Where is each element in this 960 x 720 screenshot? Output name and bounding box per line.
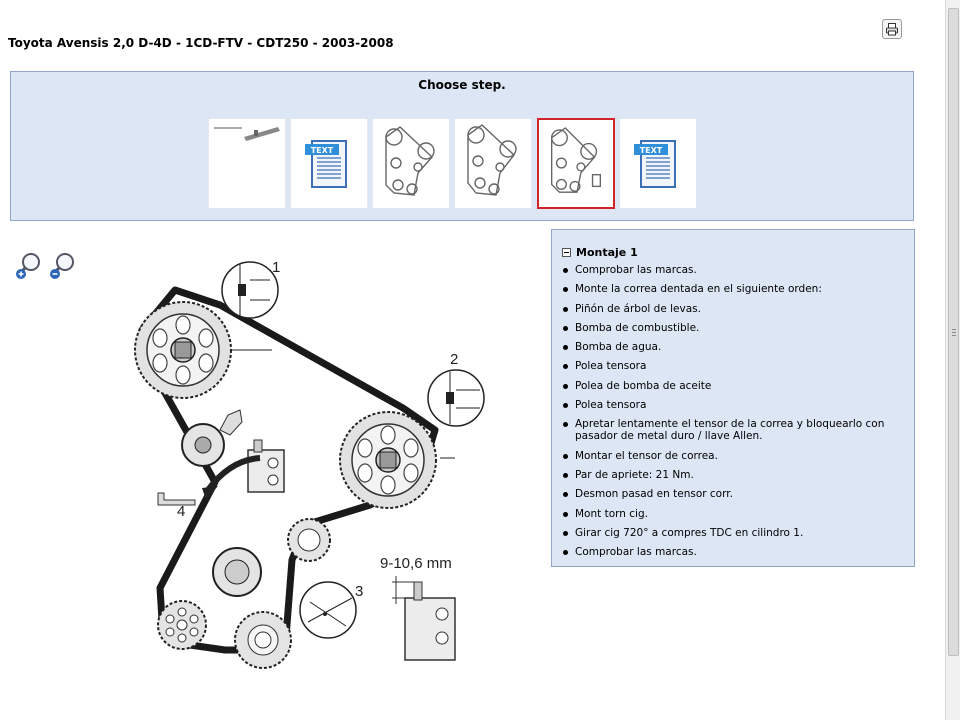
instructions-header[interactable]: Montaje 1 [562, 246, 638, 259]
step-thumbnail-3[interactable] [372, 118, 450, 209]
timing-belt-diagram: 1 2 3 4 9-10,6 mm [134, 259, 485, 669]
instruction-item: Polea tensora [552, 360, 914, 372]
instruction-item: Par de apriete: 21 Nm. [552, 469, 914, 481]
callout-3-detail [299, 581, 357, 639]
step-thumbnail-1[interactable] [208, 118, 286, 209]
tensioner-pulley [181, 409, 243, 467]
belt-diagram-icon [467, 123, 517, 196]
zoom-in-button[interactable] [14, 251, 44, 281]
zoom-out-button[interactable] [48, 251, 78, 281]
instructions-title: Montaje 1 [576, 246, 638, 259]
instruction-item: Comprobar las marcas. [552, 546, 914, 558]
camshaft-sprocket [134, 301, 232, 399]
page-title: Toyota Avensis 2,0 D-4D - 1CD-FTV - CDT2… [8, 36, 394, 50]
callout-2-detail [427, 369, 485, 459]
rotation-arrow [205, 455, 261, 492]
step-thumbnail-5[interactable] [537, 118, 615, 209]
collapse-icon[interactable] [562, 248, 571, 257]
callout-1-detail [221, 261, 279, 351]
instruction-item: Comprobar las marcas. [552, 264, 914, 276]
zoom-out-icon [50, 253, 74, 279]
instruction-item: Polea tensora [552, 399, 914, 411]
instruction-item: Montar el tensor de correa. [552, 450, 914, 462]
step-thumbnail-2[interactable]: TEXT [290, 118, 368, 209]
allen-key [157, 492, 196, 506]
instructions-panel: Montaje 1 Comprobar las marcas. Monte la… [551, 229, 915, 567]
timing-belt [138, 286, 439, 654]
fuel-pump-sprocket [339, 411, 437, 509]
water-pump-pulley [287, 518, 331, 562]
crankshaft-sprocket [234, 611, 292, 669]
instruction-item: Piñón de árbol de levas. [552, 303, 914, 315]
tensioner-gap-detail [392, 576, 456, 661]
vertical-scrollbar[interactable] [945, 0, 960, 720]
idler-pulley [157, 600, 207, 650]
instruction-item: Bomba de combustible. [552, 322, 914, 334]
step-chooser-panel: Choose step. TEXT [10, 71, 914, 221]
callout-label-1: 1 [272, 259, 280, 276]
oil-pump-pulley [212, 547, 262, 597]
instruction-item: Monte la correa dentada en el siguiente … [552, 283, 914, 295]
tool-photo-icon [214, 126, 280, 141]
step-chooser-title: Choose step. [418, 78, 506, 92]
belt-diagram-icon [385, 125, 435, 196]
instruction-item: Mont torn cig. [552, 508, 914, 520]
instruction-item: Bomba de agua. [552, 341, 914, 353]
callout-label-3: 3 [355, 583, 363, 600]
zoom-in-icon [16, 253, 40, 279]
belt-tensioner [247, 439, 285, 493]
svg-text:TEXT: TEXT [640, 146, 663, 155]
print-button[interactable] [882, 19, 902, 39]
step-thumbnail-6[interactable]: TEXT [619, 118, 697, 209]
callout-label-2: 2 [450, 351, 458, 368]
printer-icon [886, 23, 898, 36]
instruction-item: Polea de bomba de aceite [552, 380, 914, 392]
scrollbar-thumb[interactable] [948, 8, 959, 656]
gap-measurement-label: 9-10,6 mm [380, 555, 452, 572]
callout-label-4: 4 [177, 503, 185, 520]
text-document-icon: TEXT [305, 139, 347, 188]
instruction-item: Apretar lentamente el tensor de la corre… [552, 418, 914, 442]
svg-text:TEXT: TEXT [311, 146, 334, 155]
instruction-item: Girar cig 720° a compres TDC en cilindro… [552, 527, 914, 539]
instruction-item: Desmon pasad en tensor corr. [552, 488, 914, 500]
step-thumbnail-4[interactable] [454, 118, 532, 209]
belt-diagram-icon [550, 126, 602, 193]
text-document-icon: TEXT [634, 139, 676, 188]
instructions-list: Comprobar las marcas. Monte la correa de… [552, 264, 914, 565]
